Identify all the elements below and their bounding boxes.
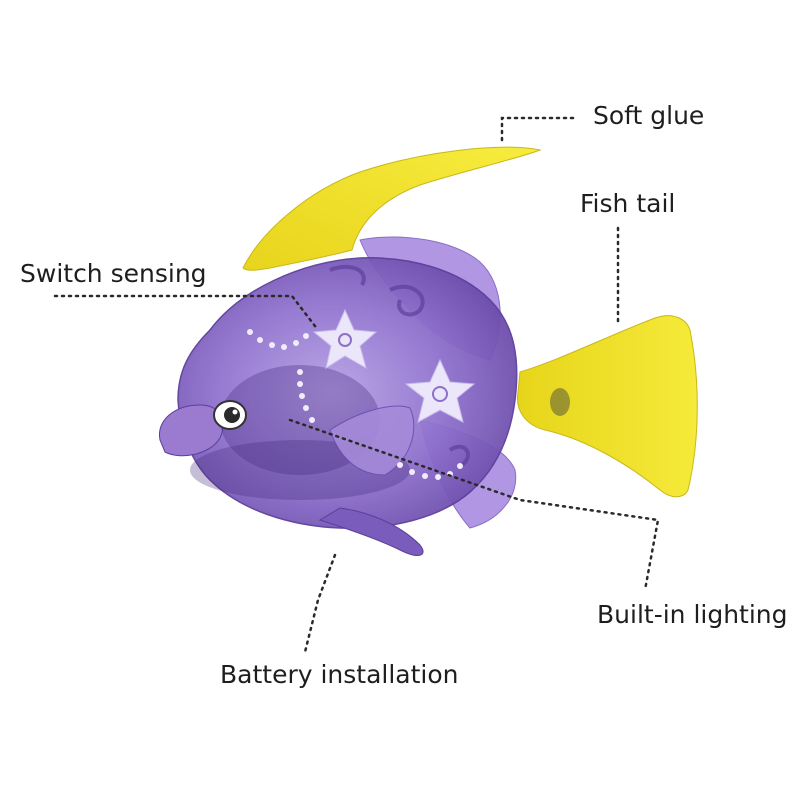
label-built-in-lighting: Built-in lighting (597, 600, 788, 629)
star-decoration-lower (404, 358, 476, 423)
leader-soft-glue (500, 116, 580, 142)
label-fish-tail: Fish tail (580, 189, 676, 218)
pelvic-fin (318, 507, 424, 556)
bead-dots (247, 329, 463, 480)
soft-glue-dorsal-fin (242, 146, 542, 271)
leader-switch-sensing (53, 294, 320, 332)
fish-tail-fin (516, 315, 698, 498)
leader-built-in-lighting (288, 418, 660, 592)
star-decoration-upper (312, 308, 378, 370)
leader-lines (53, 116, 660, 654)
leader-battery-installation (303, 553, 337, 654)
fish-eye (213, 400, 247, 430)
pectoral-fin (329, 405, 415, 476)
label-battery-installation: Battery installation (220, 660, 459, 689)
label-switch-sensing: Switch sensing (20, 259, 207, 288)
label-soft-glue: Soft glue (593, 101, 705, 130)
